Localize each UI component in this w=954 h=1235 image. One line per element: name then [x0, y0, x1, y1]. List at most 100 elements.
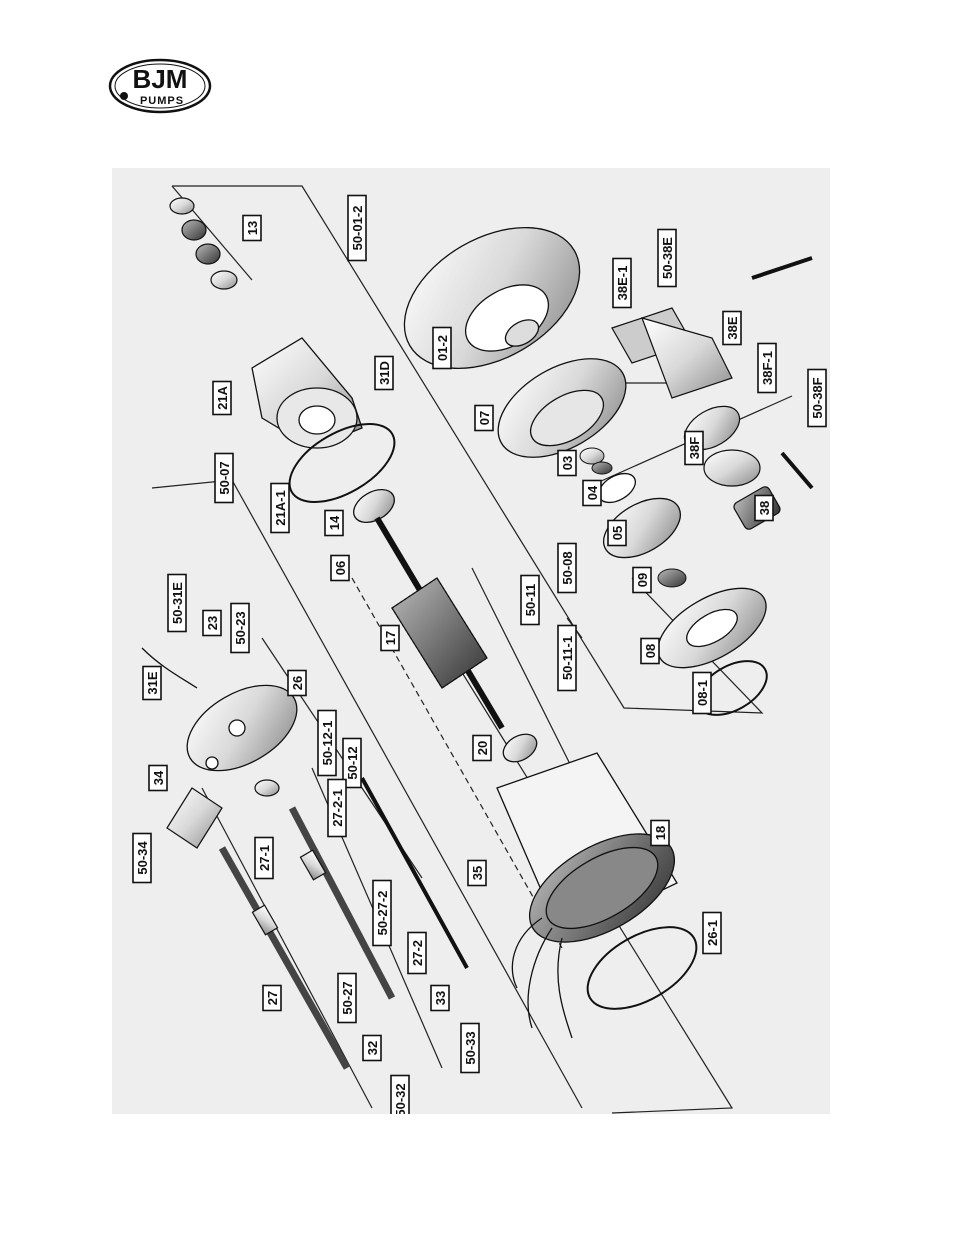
- callout-box: [640, 637, 660, 665]
- callout-box: [287, 669, 307, 697]
- callout-label: 50-23: [233, 611, 248, 644]
- callout-50-12-1: 50-12-1: [317, 709, 337, 777]
- callout-box: [230, 602, 250, 654]
- callout-27-2-1: 27-2-1: [327, 778, 347, 838]
- callout-label: 31D: [377, 361, 392, 385]
- callout-box: [324, 509, 344, 537]
- cable-assemblies: [166, 777, 469, 1070]
- ring-07: [497, 358, 627, 458]
- callout-label: 27: [265, 991, 280, 1005]
- callout-box: [557, 624, 577, 692]
- callout-box: [754, 494, 774, 522]
- callout-label: 38E-1: [615, 266, 630, 301]
- callout-box: [612, 257, 632, 309]
- callout-38: 38: [754, 494, 774, 522]
- callout-21A: 21A: [212, 380, 232, 416]
- callout-label: 01-2: [435, 335, 450, 361]
- callout-box: [317, 709, 337, 777]
- callout-box: [460, 1022, 480, 1074]
- callout-box: [407, 931, 427, 975]
- callout-label: 08: [643, 644, 658, 658]
- callout-box: [254, 836, 274, 880]
- o-ring-21A-1: [288, 423, 396, 503]
- callout-box: [757, 342, 777, 394]
- o-ring-26-1: [586, 926, 698, 1010]
- callout-box: [372, 879, 392, 947]
- callout-label: 50-38E: [660, 237, 675, 279]
- callout-label: 50-01-2: [350, 206, 365, 251]
- callout-label: 50-12: [345, 746, 360, 779]
- callout-38F: 38F: [684, 430, 704, 466]
- callout-box: [650, 819, 670, 847]
- stator-18: [496, 752, 678, 1039]
- callout-label: 35: [470, 866, 485, 880]
- callout-label: 50-32: [393, 1083, 408, 1114]
- callout-label: 38: [757, 501, 772, 515]
- callout-08: 08: [640, 637, 660, 665]
- callout-label: 05: [610, 526, 625, 540]
- callout-label: 32: [365, 1041, 380, 1055]
- callout-50-07: 50-07: [214, 452, 234, 504]
- callout-50-32: 50-32: [390, 1074, 410, 1114]
- callout-box: [270, 482, 290, 534]
- callout-50-38F: 50-38F: [807, 368, 827, 428]
- callout-label: 38F: [687, 437, 702, 459]
- callout-box: [807, 368, 827, 428]
- callout-50-01-2: 50-01-2: [347, 194, 367, 262]
- callout-label: 18: [653, 826, 668, 840]
- callout-38E: 38E: [722, 310, 742, 346]
- callout-21A-1: 21A-1: [270, 482, 290, 534]
- callout-box: [242, 214, 262, 242]
- callout-box: [132, 832, 152, 884]
- callout-label: 20: [475, 741, 490, 755]
- callout-box: [390, 1074, 410, 1114]
- callout-label: 34: [151, 770, 166, 785]
- callout-label: 31E: [145, 671, 160, 694]
- callout-label: 50-11-1: [560, 636, 575, 680]
- callout-04: 04: [582, 479, 602, 507]
- callout-box: [327, 778, 347, 838]
- bearing-14: [353, 488, 395, 524]
- plate-08: [657, 587, 767, 669]
- callout-50-11: 50-11: [520, 574, 540, 626]
- callout-label: 09: [635, 573, 650, 587]
- washer-04: [591, 461, 613, 475]
- callout-07: 07: [474, 404, 494, 432]
- logo-sub: PUMPS: [140, 95, 184, 107]
- callout-20: 20: [472, 734, 492, 762]
- callout-label: 13: [245, 221, 260, 235]
- callout-34: 34: [148, 764, 168, 792]
- callout-label: 04: [585, 485, 600, 500]
- rotor-17: [374, 516, 505, 730]
- callout-box: [142, 665, 162, 701]
- callout-50-31E: 50-31E: [167, 573, 187, 633]
- callout-label: 50-08: [560, 551, 575, 584]
- callout-box: [632, 566, 652, 594]
- callout-label: 03: [560, 456, 575, 470]
- callout-label: 21A-1: [273, 490, 288, 525]
- callout-38E-1: 38E-1: [612, 257, 632, 309]
- callout-box: [374, 355, 394, 391]
- callout-38F-1: 38F-1: [757, 342, 777, 394]
- callout-17: 17: [380, 624, 400, 652]
- bearing-20: [502, 733, 538, 763]
- callout-box: [342, 737, 362, 789]
- callout-label: 21A: [215, 385, 230, 409]
- bearing-stack-13: [169, 197, 238, 290]
- callout-box: [430, 984, 450, 1012]
- callout-18: 18: [650, 819, 670, 847]
- callout-09: 09: [632, 566, 652, 594]
- callout-box: [148, 764, 168, 792]
- upper-housing-21A: [251, 337, 363, 449]
- seal-09: [657, 568, 687, 588]
- motor-cap-26: [141, 647, 298, 772]
- callout-box: [337, 972, 357, 1024]
- callout-13: 13: [242, 214, 262, 242]
- callout-box: [362, 1034, 382, 1062]
- callout-50-27: 50-27: [337, 972, 357, 1024]
- seal-03: [579, 447, 605, 465]
- callout-box: [262, 984, 282, 1012]
- callout-label: 23: [205, 616, 220, 630]
- callout-50-38E: 50-38E: [657, 228, 677, 288]
- callout-50-08: 50-08: [557, 542, 577, 594]
